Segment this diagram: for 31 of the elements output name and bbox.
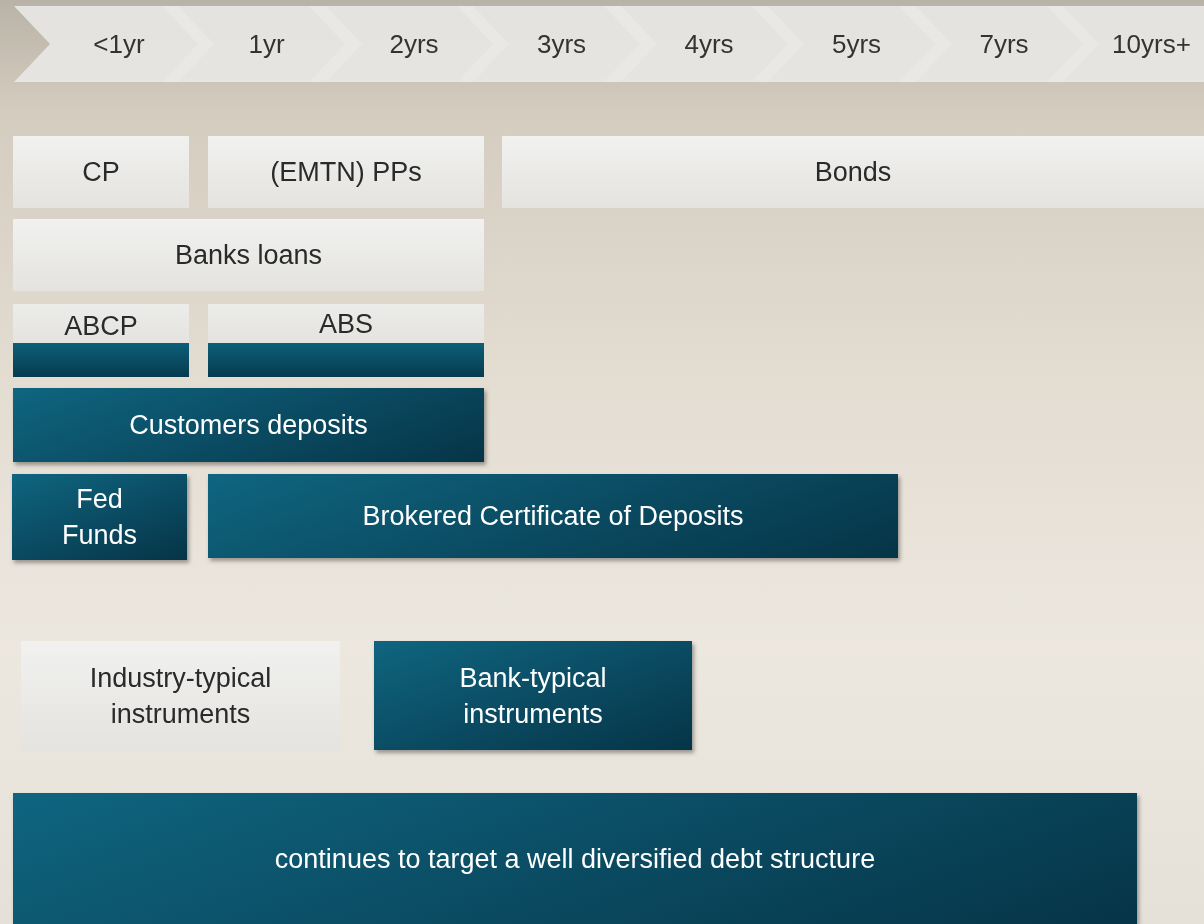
instrument-label: Fed Funds — [60, 483, 138, 552]
period-label: 7yrs — [979, 27, 1029, 61]
instrument-box — [13, 388, 484, 462]
instrument-box — [208, 136, 484, 208]
instrument-box — [13, 219, 484, 291]
instrument-box — [13, 136, 189, 208]
instrument-label: ABCP — [64, 310, 138, 343]
period-label: 10yrs+ — [1112, 27, 1191, 61]
instrument-box — [502, 136, 1204, 208]
instrument-box — [208, 474, 898, 558]
instrument-label: Banks loans — [174, 239, 323, 272]
instrument-label: continues to target a well diversified debt structure — [273, 842, 877, 876]
instrument-box — [12, 474, 187, 560]
instrument-label: Bonds — [814, 156, 892, 189]
period-label: 3yrs — [536, 27, 587, 61]
instrument-label: Brokered Certificate of Deposits — [362, 500, 744, 533]
instrument-label: Customers deposits — [129, 409, 368, 442]
instrument-box — [13, 793, 1137, 924]
period-label: <1yr — [93, 27, 145, 61]
instrument-label: ABS — [319, 308, 373, 341]
instrument-label: CP — [82, 156, 120, 189]
period-label: 1yr — [248, 27, 285, 61]
instrument-label: Industry-typical instruments — [88, 662, 273, 731]
period-label: 4yrs — [684, 27, 734, 61]
instrument-box — [208, 304, 484, 377]
instrument-box — [13, 304, 189, 377]
instrument-box — [374, 641, 692, 750]
period-label: 2yrs — [389, 27, 439, 61]
instrument-label: Bank-typical instruments — [458, 661, 608, 731]
period-label: 5yrs — [831, 27, 882, 61]
instrument-label: (EMTN) PPs — [270, 156, 422, 189]
